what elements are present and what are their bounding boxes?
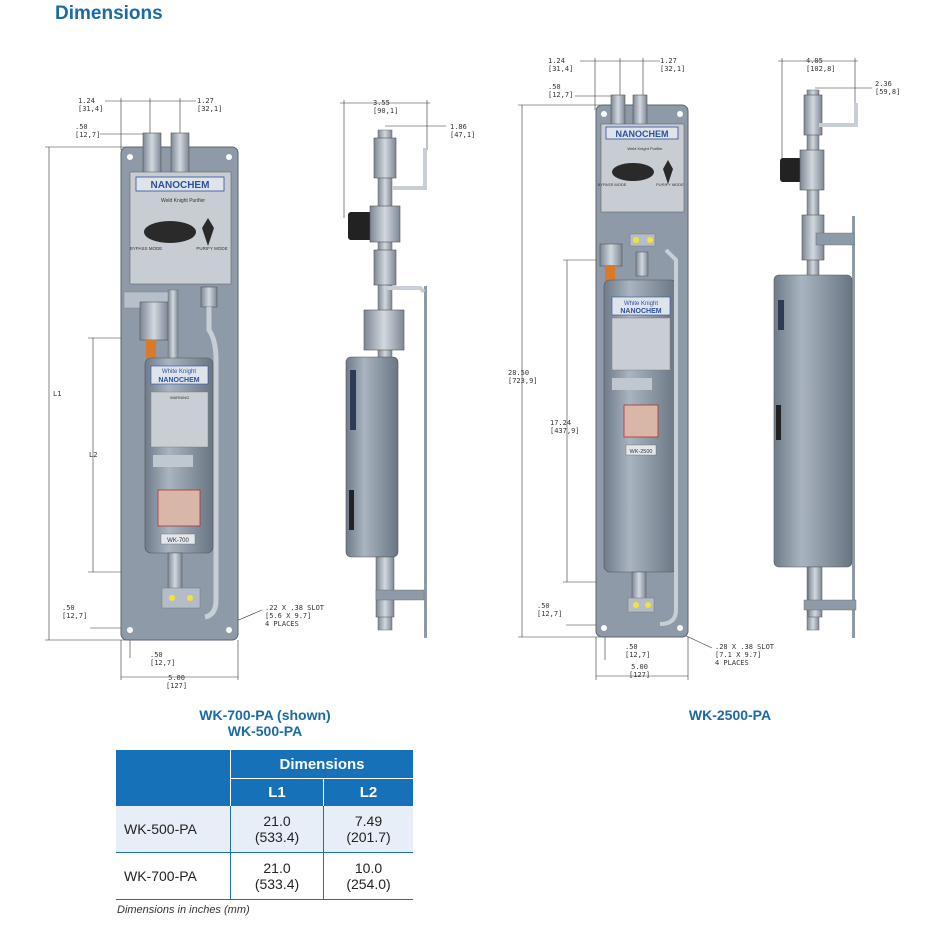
dim-50-side-right: .50[12,7] [625,643,651,659]
dimensions-table: Dimensions L1 L2 WK-500-PA 21.0(533.4) 7… [116,750,413,900]
table-col-l1: L1 [230,778,324,806]
dim-50-side-left: .50[12,7] [150,651,176,667]
dim-2850: 28.50[723,9] [508,369,538,385]
slot-note-right: .28 X .38 SLOT[7.1 X 9.7]4 PLACES [715,643,775,667]
dim-355: 3.55[90,1] [373,99,399,115]
dim-127-left: 1.27[32,1] [197,97,223,113]
model-label-700: WK-700 [167,538,189,544]
cylinder-brand-1: White Knight [162,369,196,375]
dim-124-right: 1.24[31,4] [548,57,574,73]
bypass-label-2500: BYPASS MODE [598,182,627,187]
table-group-header: Dimensions [230,750,413,779]
table-corner [116,750,231,806]
dim-50-top-right: .50[12,7] [548,83,574,99]
row-l2: 10.0(254.0) [346,860,391,892]
purifier-front-wk700: NANOCHEM Weld Knight Purifier BYPASS MOD… [120,132,239,641]
units-note: Dimensions in inches (mm) [117,904,250,916]
dim-127-right: 1.27[32,1] [660,57,686,73]
caption-right: WK-2500-PA [688,707,772,723]
table-row: WK-700-PA 21.0(533.4) 10.0(254.0) [116,852,413,900]
dim-1724: 17.24[437,9] [550,419,580,435]
dim-124-left: 1.24[31,4] [78,97,104,113]
brand-label: NANOCHEM [151,180,210,191]
dim-50-top-left: .50[12,7] [75,123,101,139]
purifier-side-wk2500 [773,89,858,638]
page-title: Dimensions [55,3,163,24]
table-col-l2: L2 [323,778,413,806]
row-l1: 21.0(533.4) [230,852,324,900]
row-model: WK-700-PA [116,852,231,900]
brand-label-2500: NANOCHEM [616,129,669,139]
cylinder-brand-2-2500: NANOCHEM [620,308,661,315]
table-row: WK-500-PA 21.0(533.4) 7.49(201.7) [116,806,413,853]
row-l1: 21.0(533.4) [230,806,324,853]
caption-left: WK-700-PA (shown) WK-500-PA [180,707,350,739]
dim-186: 1.86[47,1] [450,123,476,139]
purifier-side-wk700 [345,129,427,638]
warning-label: WARNING [170,395,189,400]
caption-left-line2: WK-500-PA [227,723,303,739]
purify-label-2500: PURIFY MODE [656,182,684,187]
row-model: WK-500-PA [116,806,231,853]
dim-500-left: 5.00[127] [166,674,188,690]
bypass-label: BYPASS MODE [130,246,162,251]
dim-50-bot-left: .50[12,7] [62,604,88,620]
row-l2: 7.49(201.7) [346,813,391,845]
dim-500-right: 5.00[127] [629,663,651,679]
cylinder-brand-2: NANOCHEM [158,377,199,384]
dim-405: 4.05[102,8] [806,57,836,73]
purifier-front-wk2500: NANOCHEM Weld Knight Purifier BYPASS MOD… [595,94,689,638]
technical-drawing: NANOCHEM Weld Knight Purifier BYPASS MOD… [45,58,872,680]
dim-50-bot-right: .50[12,7] [537,602,563,618]
dimension-lines-right [518,58,872,680]
cylinder-brand-1-2500: White Knight [624,301,658,307]
purify-label: PURIFY MODE [196,246,227,251]
dimension-lines-left [45,98,446,680]
dim-l2: L2 [89,451,98,459]
slot-note-left: .22 X .38 SLOT[5.6 X 9.7]4 PLACES [265,604,325,628]
caption-left-line1: WK-700-PA (shown) [199,707,331,723]
purifier-label: Weld Knight Purifier [161,198,205,204]
dim-l1: L1 [53,390,62,398]
purifier-label-2500: Weld Knight Purifier [627,146,663,151]
dim-236: 2.36[59,8] [875,80,901,96]
model-label-2500: WK-2500 [630,449,653,455]
